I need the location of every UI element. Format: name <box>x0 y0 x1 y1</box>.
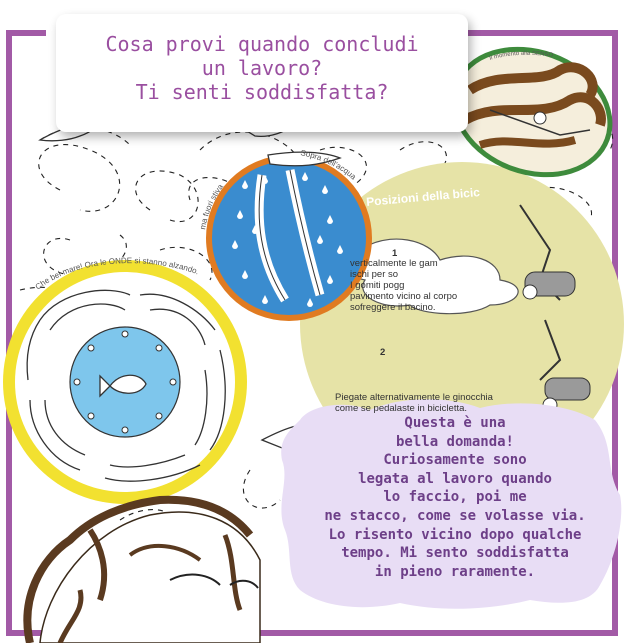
bird-icon <box>267 151 342 167</box>
sky-panel <box>451 46 613 178</box>
frame-top-left <box>6 30 46 36</box>
bike-step-text: Piegate alternativamente le ginocchia co… <box>335 392 525 414</box>
bike-step-number: 2 <box>380 347 386 358</box>
bike-step-line: pavimento vicino al corpo <box>350 291 458 302</box>
mandala-panel <box>3 260 247 504</box>
bike-step-text: verticalmente le gam ischi per so I gomi… <box>350 258 480 313</box>
bike-step-number: 1 <box>392 248 398 259</box>
answer-line: lo faccio, poi me <box>383 489 527 506</box>
answer-text: Questa è una bella domanda! Curiosamente… <box>296 414 614 581</box>
frame-top-right <box>460 30 618 36</box>
bike-step-line: Piegate alternativamente le ginocchia <box>335 392 493 403</box>
speech-bubble <box>281 399 622 609</box>
question-line: un lavoro? <box>201 56 323 80</box>
bike-step-line: I gomiti pogg <box>350 280 405 291</box>
bike-step-line: verticalmente le gam <box>350 258 438 269</box>
water-caption-left: ma fuori stiva <box>198 182 225 230</box>
question-line: Ti senti soddisfatta? <box>135 80 389 104</box>
question-line: Cosa provi quando concludi <box>105 32 419 56</box>
water-caption-right: Sopra dell'acqua <box>300 148 359 182</box>
answer-line: in pieno raramente. <box>374 563 536 580</box>
bike-step-line: come se pedalaste in bicicletta. <box>335 403 468 414</box>
answer-line: tempo. Mi sento soddisfatta <box>341 545 569 562</box>
bike-step-line: sofreggere il bacino. <box>350 302 436 313</box>
answer-line: ne stacco, come se volasse via. <box>324 507 586 524</box>
question-card: Cosa provi quando concludi un lavoro? Ti… <box>56 14 468 132</box>
answer-line: legata al lavoro quando <box>358 470 552 487</box>
answer-line: bella domanda! <box>395 433 514 450</box>
character-face <box>23 495 261 643</box>
bike-step-line: ischi per so <box>350 269 399 280</box>
water-panel <box>206 155 372 321</box>
sky-caption: Il momento alla SENSO <box>489 51 554 62</box>
answer-line: Questa è una <box>404 415 506 431</box>
answer-line: Lo risento vicino dopo qualche <box>328 526 582 543</box>
answer-line: Curiosamente sono <box>383 452 527 469</box>
mandala-caption: Che bel mare! Ora le ONDE si stanno alza… <box>34 256 200 291</box>
